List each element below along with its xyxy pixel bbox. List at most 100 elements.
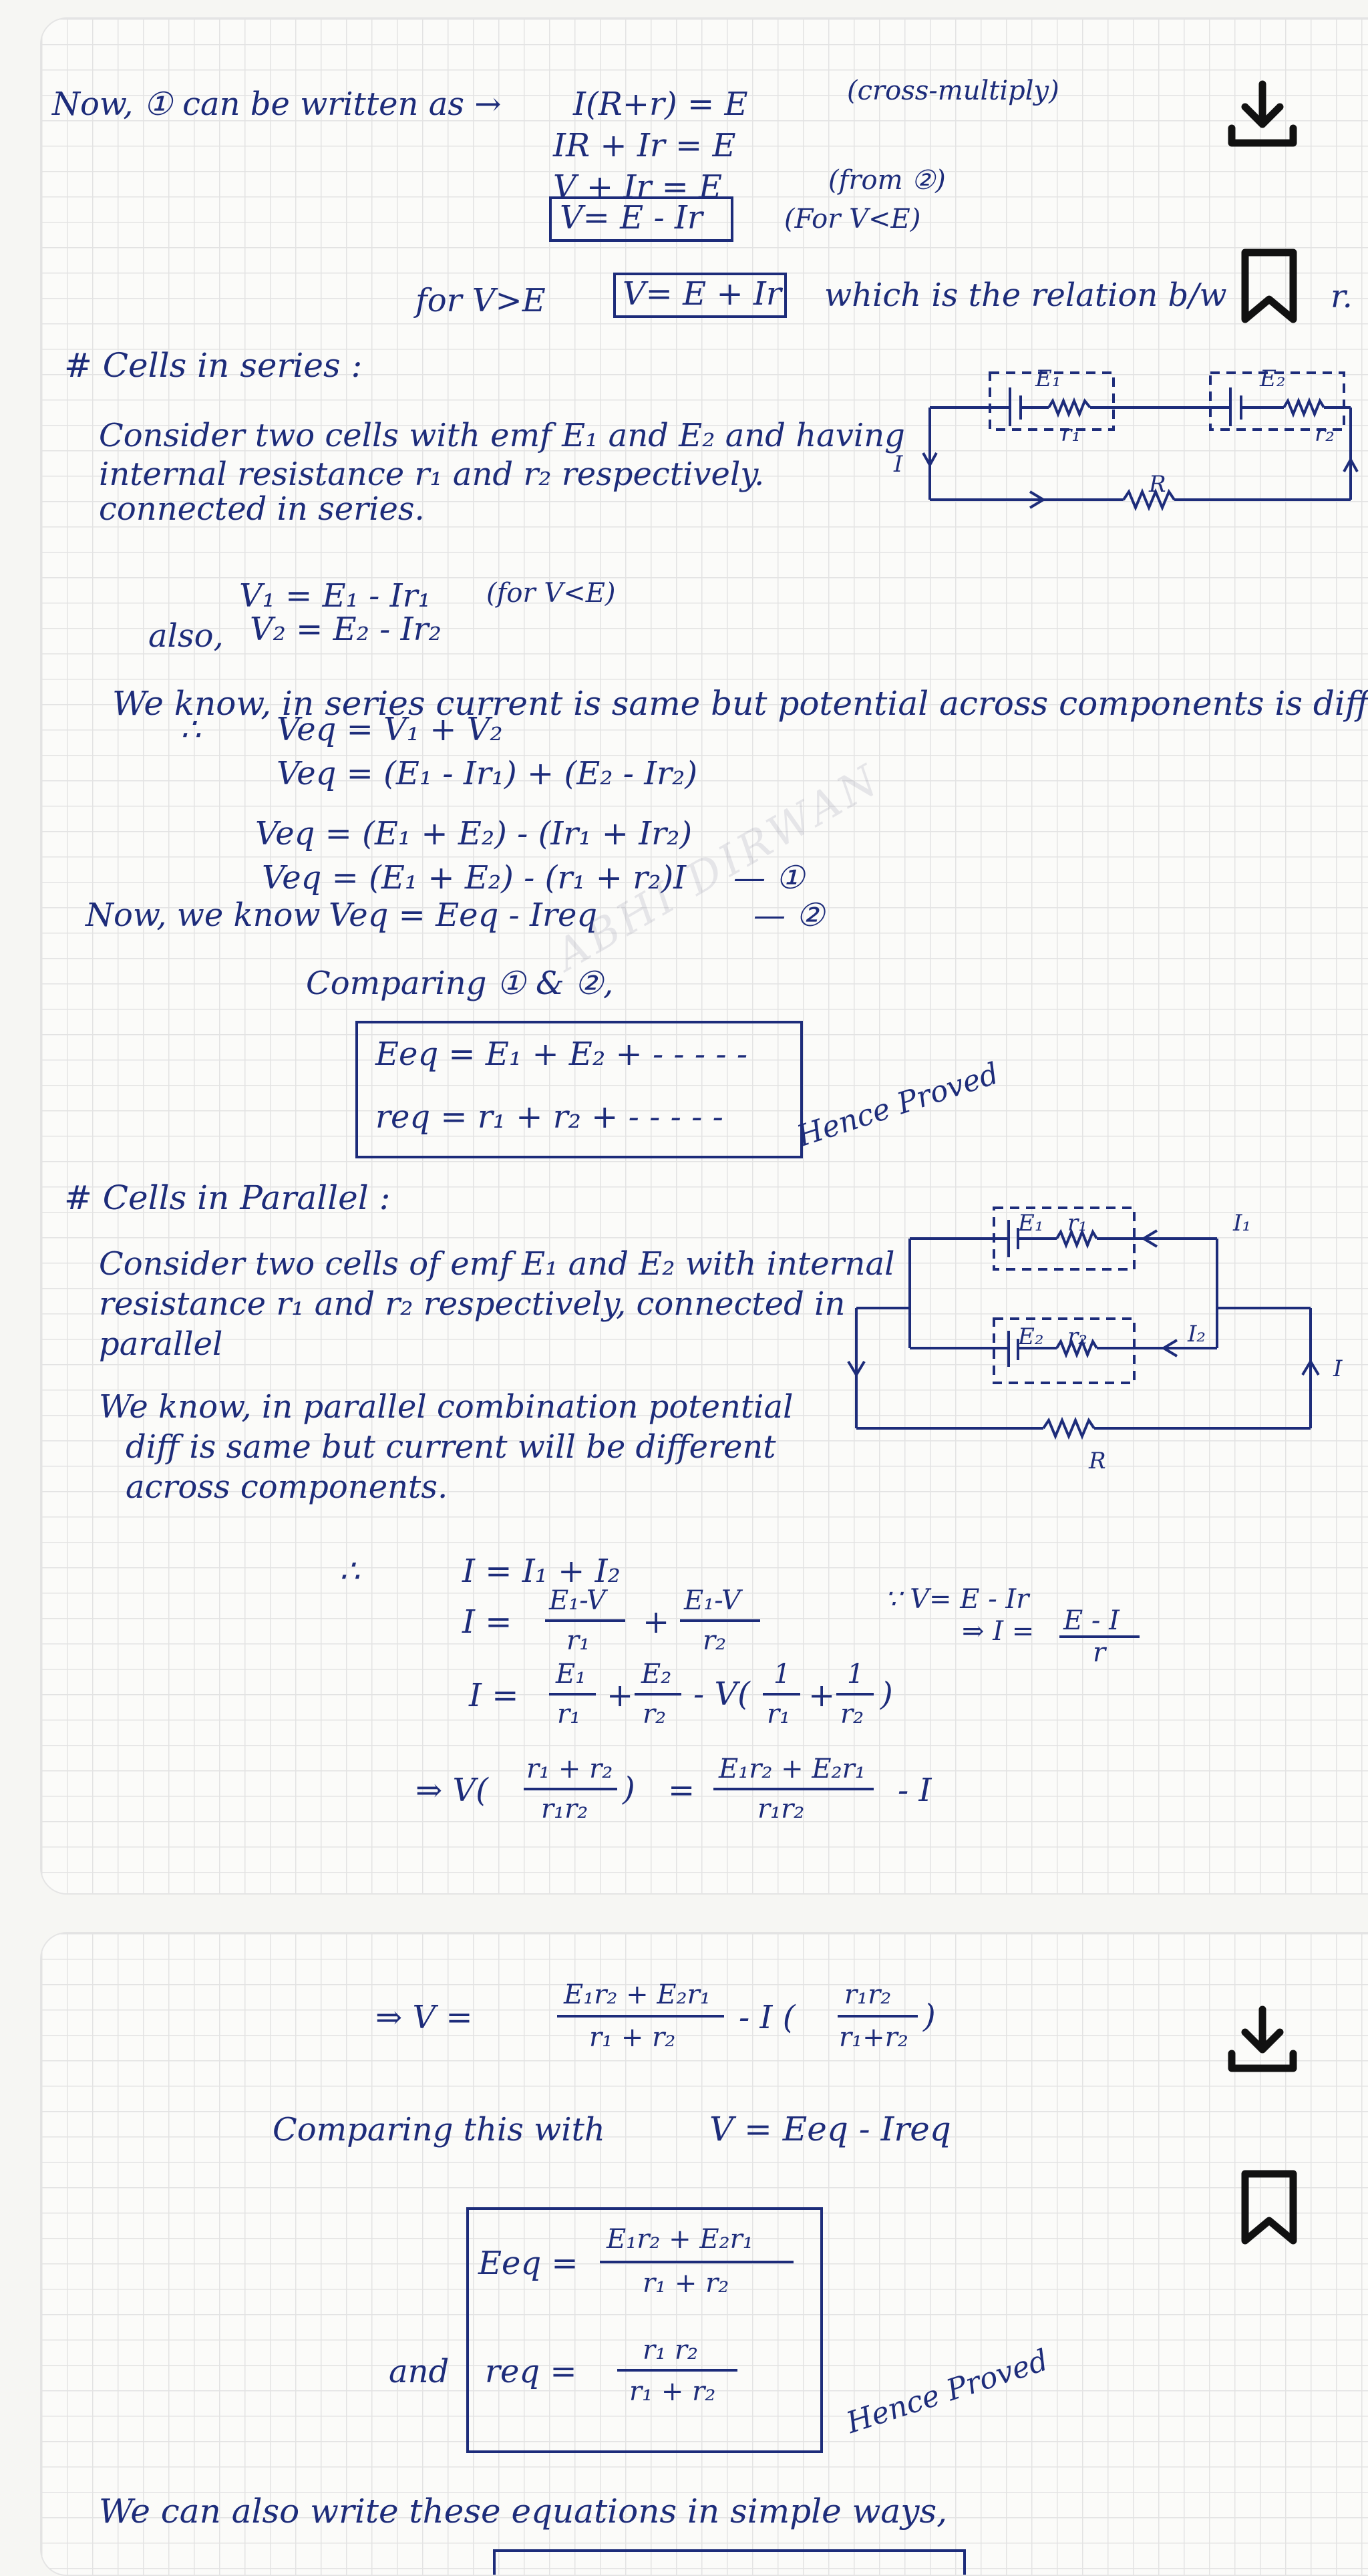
parallel-eq-3-plus: + — [607, 1677, 634, 1714]
parallel-eq-3-f1-den: r₁ — [557, 1699, 581, 1730]
intro-note-4: (For V<E) — [784, 204, 921, 234]
series-tag-2: — ② — [753, 897, 825, 934]
card2-box-eeq-num: E₁r₂ + E₂r₁ — [607, 2224, 753, 2255]
for-tail: which is the relation b/w — [824, 277, 1227, 314]
card2-eq-1-mid: - I ( — [739, 1999, 796, 2036]
card2-comparing: Comparing this with — [273, 2111, 605, 2148]
for-lead: for V>E — [415, 282, 546, 319]
card2-hence-proved: Hence Proved — [842, 2343, 1053, 2440]
parallel-eq-3-g1-bar — [763, 1693, 800, 1696]
download-icon[interactable] — [1222, 2000, 1303, 2080]
parallel-eq-2-f2-den: r₂ — [703, 1625, 727, 1656]
parallel-eq-3-close: ) — [880, 1675, 893, 1713]
parallel-eq-2-f1-den: r₁ — [566, 1625, 590, 1656]
bookmark-icon[interactable] — [1229, 2167, 1309, 2247]
series-therefore: ∴ — [180, 711, 201, 748]
intro-note-3: (from ②) — [828, 165, 946, 196]
card2-comparing-eq: V = Eeq - Ireq — [709, 2110, 951, 2148]
parallel-eq-4-f2-num: E₁r₂ + E₂r₁ — [719, 1754, 866, 1784]
parallel-side-2-num: E - I — [1063, 1605, 1120, 1636]
parallel-circuit-r1: r₁ — [1067, 1210, 1087, 1237]
card2-box-req-lead: req = — [485, 2353, 577, 2390]
series-know: We know, in series current is same but p… — [112, 684, 1368, 723]
parallel-eq-3-gplus: + — [808, 1677, 836, 1714]
parallel-circuit-r2: r₂ — [1067, 1323, 1087, 1350]
parallel-know-1: We know, in parallel combination potenti… — [99, 1388, 794, 1426]
parallel-circuit-e1: E₁ — [1018, 1210, 1044, 1237]
parallel-eq-3-lead: I = — [469, 1677, 519, 1714]
series-circuit-R: R — [1149, 471, 1166, 498]
parallel-eq-2-f2-bar — [680, 1619, 760, 1622]
bookmark-icon[interactable] — [1229, 246, 1309, 326]
series-circuit-r1: r₁ — [1061, 420, 1081, 447]
parallel-eq-2-f2-num: E₁-V — [684, 1585, 741, 1616]
series-tag-1: — ① — [733, 859, 805, 897]
card2-eq-1-f1-bar — [557, 2015, 724, 2018]
parallel-eq-3-f1-num: E₁ — [556, 1659, 586, 1689]
parallel-side-1: ∵ V= E - Ir — [884, 1584, 1029, 1615]
parallel-know-2: diff is same but current will be differe… — [126, 1428, 776, 1466]
parallel-eq-3-f1-bar — [549, 1693, 596, 1696]
intro-eq-1: I(R+r) = E — [573, 86, 748, 123]
card2-and: and — [389, 2353, 450, 2390]
series-circuit-e2: E₂ — [1260, 365, 1286, 392]
series-comparing: Comparing ① & ②, — [306, 965, 614, 1002]
parallel-circuit-I: I — [1333, 1355, 1343, 1382]
series-circuit-I: I — [894, 451, 903, 478]
series-box-eeq: Eeq = E₁ + E₂ + - - - - - — [375, 1035, 748, 1073]
parallel-desc-2: resistance r₁ and r₂ respectively, conne… — [99, 1285, 846, 1323]
card2-eq-1-lead: ⇒ V = — [375, 1999, 473, 2036]
parallel-circuit-e2: E₂ — [1018, 1323, 1044, 1350]
parallel-eq-4-f2-bar — [713, 1788, 874, 1790]
for-box-eq: V= E + Ir — [623, 275, 782, 313]
parallel-therefore: ∴ — [339, 1553, 360, 1590]
series-nowknow: Now, we know — [86, 897, 321, 934]
intro-eq-2: IR + Ir = E — [553, 127, 736, 164]
series-circuit-diagram — [922, 371, 1359, 512]
series-eq-1: V₁ = E₁ - Ir₁ — [239, 577, 431, 615]
card2-simple: We can also write these equations in sim… — [99, 2492, 948, 2531]
note-page-card-2: ⇒ V = E₁r₂ + E₂r₁ r₁ + r₂ - I ( r₁r₂ r₁+… — [40, 1932, 1368, 2576]
parallel-eq-3-tail: - V( — [693, 1675, 750, 1713]
parallel-eq-2-lead: I = — [462, 1603, 512, 1641]
parallel-eq-4-close: ) — [623, 1770, 635, 1808]
parallel-eq-3-g2-den: r₂ — [840, 1699, 864, 1730]
card2-eq-1-f2-num: r₁r₂ — [844, 1979, 892, 2010]
parallel-desc-3: parallel — [99, 1325, 223, 1363]
parallel-heading: # Cells in Parallel : — [64, 1178, 391, 1217]
card2-box-req-bar — [617, 2369, 737, 2372]
card2-eq-1-f1-den: r₁ + r₂ — [589, 2022, 676, 2053]
for-tail-end: r. — [1331, 278, 1353, 315]
parallel-eq-1: I = I₁ + I₂ — [462, 1553, 621, 1590]
parallel-eq-3-f2-num: E₂ — [641, 1659, 672, 1689]
parallel-circuit-diagram — [847, 1206, 1320, 1440]
series-veq-2: Veq = (E₁ - Ir₁) + (E₂ - Ir₂) — [277, 755, 698, 792]
parallel-eq-3-g1-num: 1 — [774, 1659, 791, 1689]
intro-lead: Now, ① can be written as → — [52, 86, 502, 123]
parallel-eq-3-g1-den: r₁ — [767, 1699, 791, 1730]
card2-box-eeq-den: r₁ + r₂ — [643, 2268, 729, 2299]
parallel-eq-3-f2-den: r₂ — [643, 1699, 667, 1730]
card2-eq-1-f2-bar — [838, 2015, 918, 2018]
parallel-eq-4-f1-den: r₁r₂ — [541, 1794, 588, 1824]
series-circuit-r2: r₂ — [1315, 420, 1335, 447]
card2-partial-box — [493, 2549, 966, 2575]
card2-box-req-num: r₁ r₂ — [643, 2335, 699, 2366]
note-page-card-1: Now, ① can be written as → I(R+r) = E (c… — [40, 17, 1368, 1895]
card2-box-req-den: r₁ + r₂ — [629, 2376, 716, 2407]
card2-eq-1-f2-den: r₁+r₂ — [839, 2022, 908, 2053]
series-result-box — [355, 1021, 803, 1158]
parallel-circuit-R: R — [1089, 1448, 1106, 1474]
parallel-eq-4-lead: ⇒ V( — [415, 1772, 488, 1809]
parallel-eq-2-f1-num: E₁-V — [549, 1585, 606, 1616]
parallel-side-2-den: r — [1093, 1637, 1106, 1668]
card2-box-eeq-bar — [600, 2261, 794, 2263]
series-desc-1: Consider two cells with emf E₁ and E₂ an… — [99, 417, 905, 454]
result-box-v-greater-e — [613, 273, 787, 318]
download-icon[interactable] — [1222, 75, 1303, 155]
parallel-eq-4-eq: = — [668, 1772, 695, 1809]
series-desc-2: internal resistance r₁ and r₂ respective… — [99, 456, 765, 493]
series-heading: # Cells in series : — [64, 346, 363, 385]
card2-eq-1-close: ) — [923, 1997, 936, 2035]
series-desc-3: connected in series. — [99, 490, 425, 528]
